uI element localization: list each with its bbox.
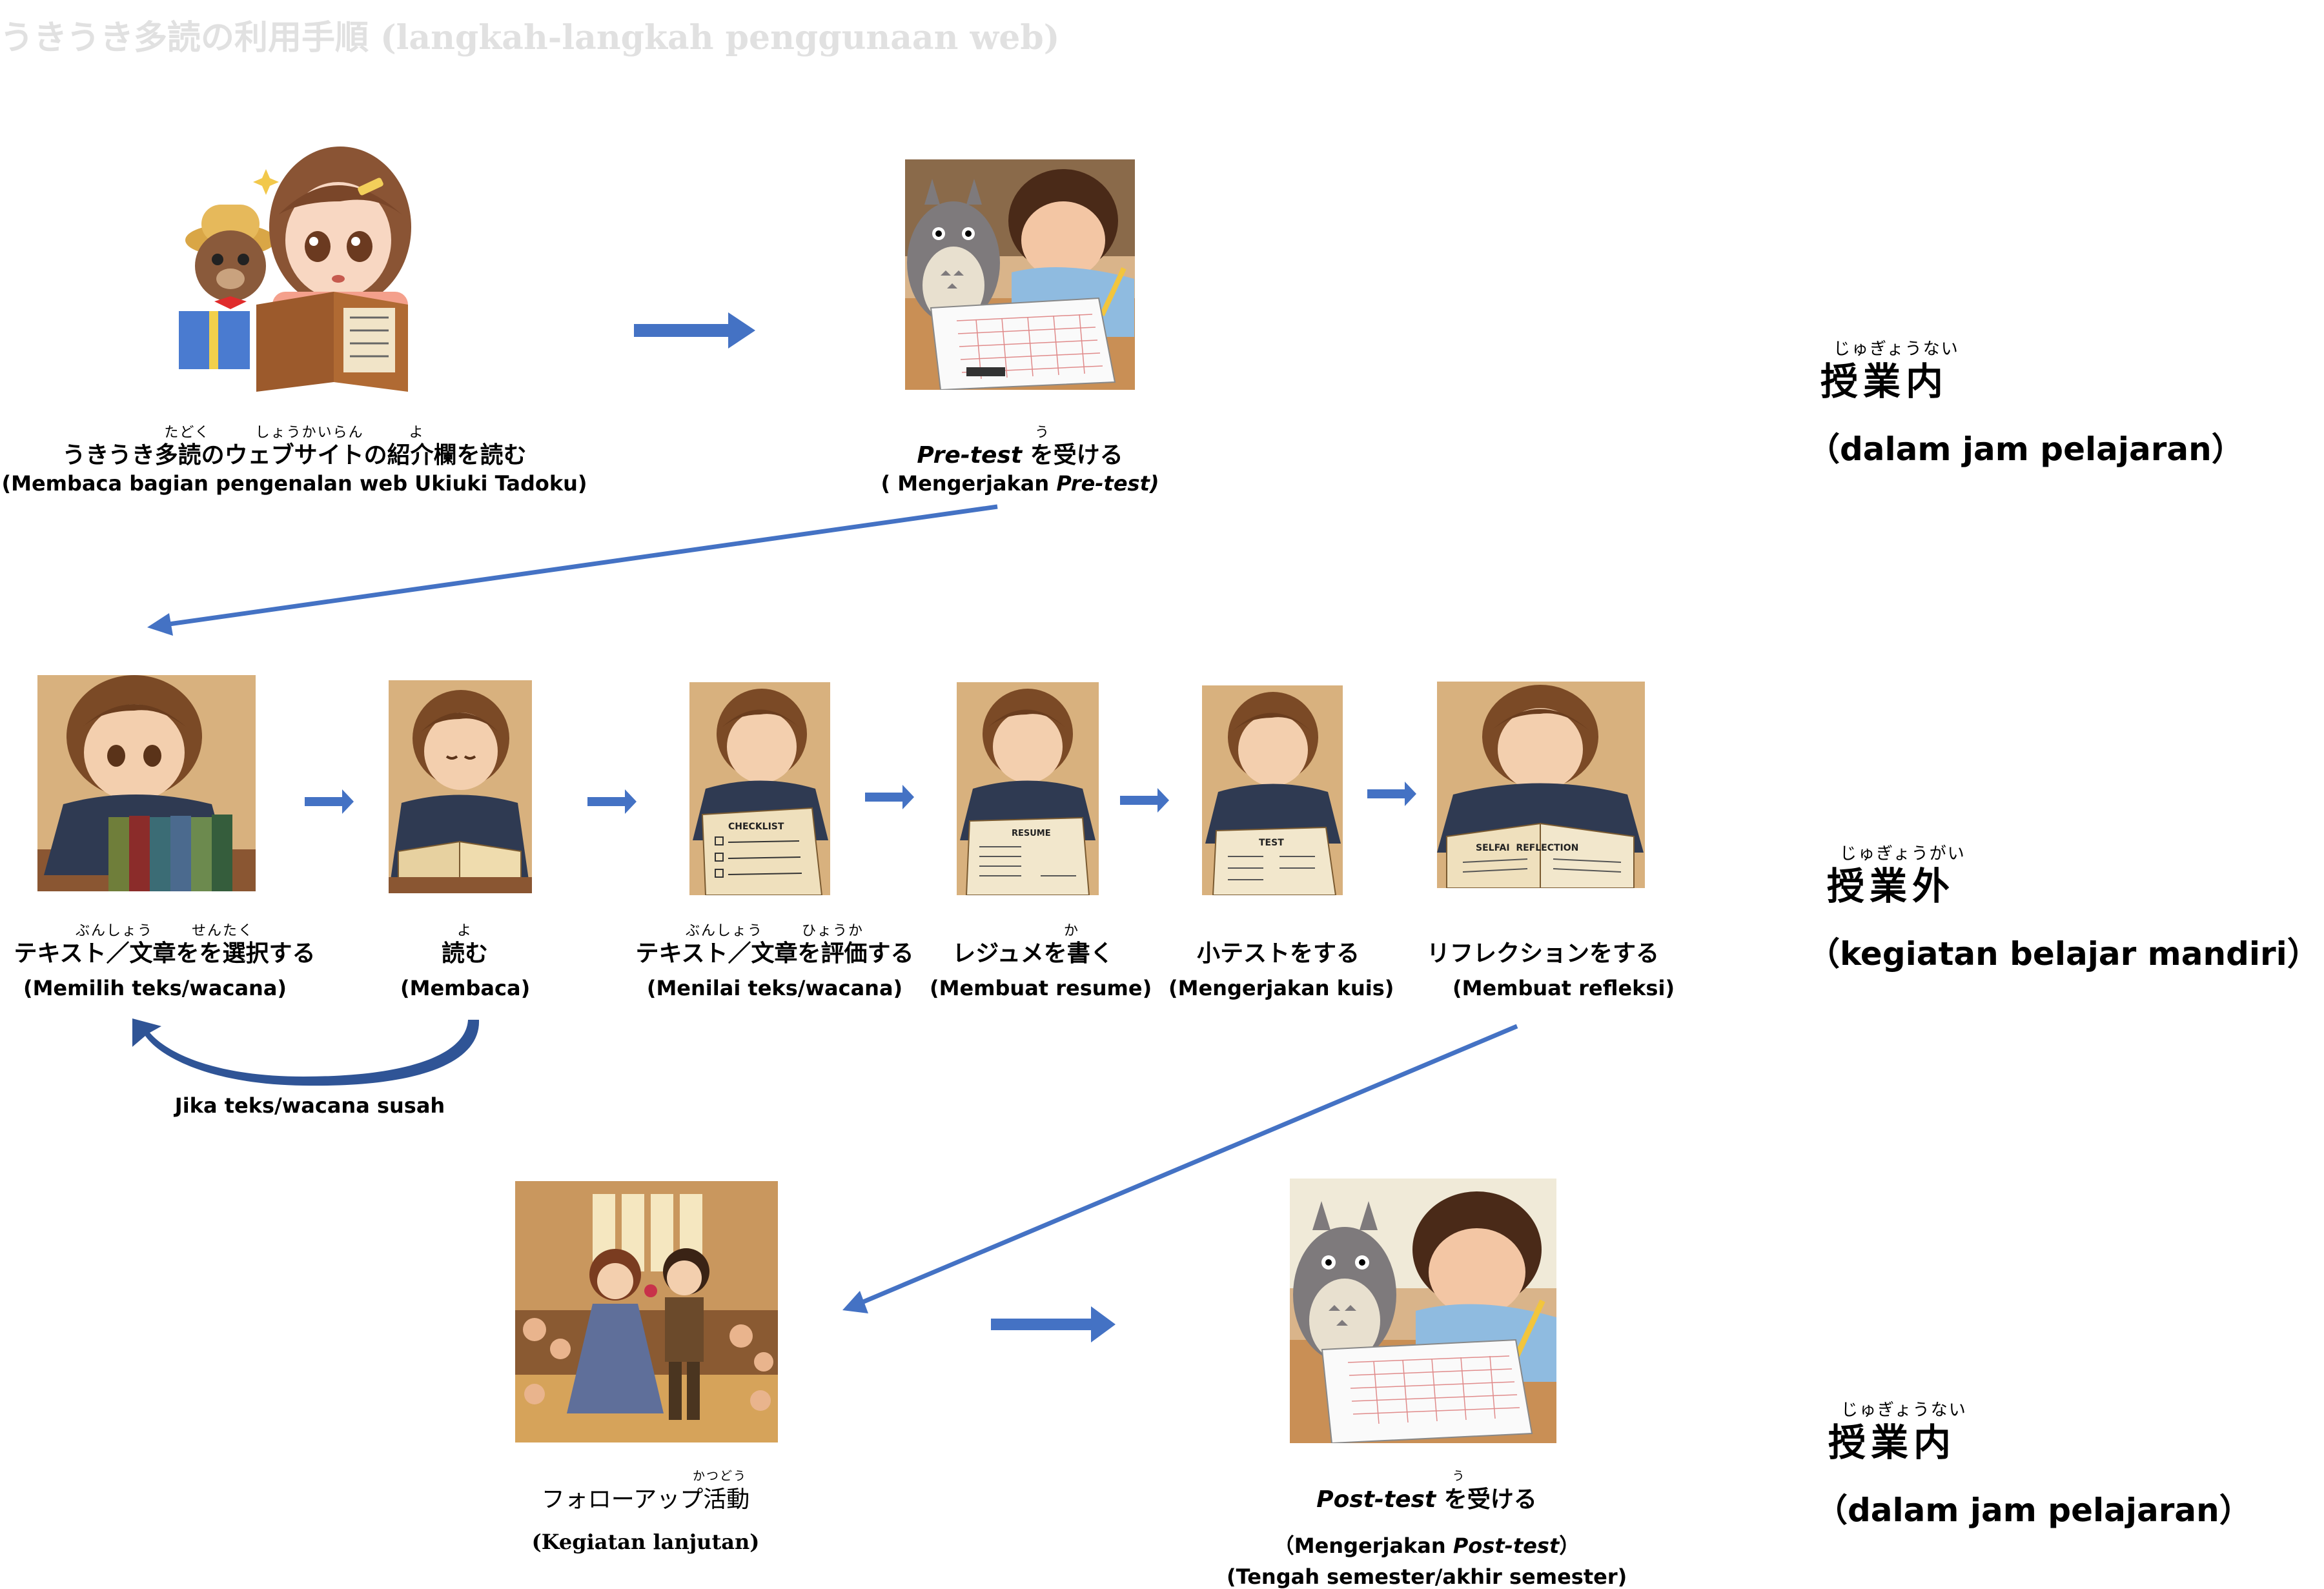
step6-ruby: か — [1063, 923, 1079, 939]
step10-ruby: う — [1452, 1469, 1466, 1483]
quiz-paper-text: TEST — [1259, 838, 1284, 848]
arrow-step7-to-step8 — [1367, 782, 1416, 806]
step4-label-jp: よ 読む — [400, 919, 529, 968]
step2-label-jp: う Pre-test を受ける — [826, 421, 1214, 470]
checklist-paper-text: CHECKLIST — [728, 822, 784, 832]
step2-ruby: う — [1034, 425, 1050, 441]
step1-ruby: たどく しょうかいらん よ — [164, 425, 425, 441]
step7-label-id: (Mengerjakan kuis) — [1168, 976, 1394, 1000]
step9-ruby: かつどう — [692, 1469, 747, 1483]
reading-book-image — [389, 680, 532, 893]
step10-em: Post-test — [1316, 1486, 1436, 1513]
reflection-image: SELFAI REFLECTION — [1437, 682, 1645, 888]
step8-label-jp: リフレクションをする — [1426, 940, 1659, 967]
resume-image: RESUME — [957, 682, 1099, 895]
arrow-step2-to-step3 — [164, 504, 998, 627]
phase-label-self-study: じゅぎょうがい 授業外 （kegiatan belajar mandiri） — [1808, 844, 2319, 973]
loop-arrow — [132, 1018, 480, 1086]
arrow-step8-to-step9 — [861, 1024, 1518, 1305]
step5-ruby: ぶんしょうひょうか — [685, 923, 864, 939]
step2-em: Pre-test — [917, 442, 1023, 469]
arrow-step3-to-step4 — [305, 789, 354, 814]
step10-label-jp: う Post-test を受ける — [1227, 1466, 1627, 1514]
step4-label-id: (Membaca) — [400, 976, 531, 1000]
choosing-books-image — [37, 675, 256, 891]
step3-label-jp: ぶんしょうせんたく テキスト／文章をを選択する — [0, 919, 329, 968]
child-writing-test-image — [905, 159, 1135, 390]
step8-label-id: (Membuat refleksi) — [1452, 976, 1675, 1000]
post-test-image — [1290, 1179, 1556, 1443]
quiz-image: TEST — [1202, 685, 1343, 895]
step5-label-jp: ぶんしょうひょうか テキスト／文章を評価する — [594, 919, 955, 968]
arrow-step5-to-step6 — [865, 785, 914, 809]
step3-ruby: ぶんしょうせんたく — [75, 923, 254, 939]
resume-paper-text: RESUME — [1012, 829, 1051, 838]
follow-up-activity-image — [515, 1181, 778, 1442]
girl-reading-book-image — [169, 143, 421, 392]
checklist-image: CHECKLIST — [689, 682, 830, 895]
arrow-step6-to-step7 — [1120, 788, 1169, 813]
step2-label-id: ( Mengerjakan Pre-test) — [881, 471, 1159, 496]
step4-ruby: よ — [456, 923, 473, 939]
page-title: うきうき多読の利用手順 (langkah-langkah penggunaan … — [0, 18, 1060, 57]
step6-label-id: (Membuat resume) — [930, 976, 1152, 1000]
step9-label-jp: かつどう フォローアップ活動 — [504, 1466, 788, 1514]
step10-label-id2: (Tengah semester/akhir semester) — [1227, 1564, 1627, 1589]
step1-label-jp: たどく しょうかいらん よ うきうき多読のウェブサイトの紹介欄を読む — [0, 421, 589, 470]
phase-label-in-class-1: じゅぎょうない 授業内 （dalam jam pelajaran） — [1808, 339, 2244, 468]
step1-label-id: (Membaca bagian pengenalan web Ukiuki Ta… — [1, 471, 587, 496]
step5-label-id: (Menilai teks/wacana) — [646, 976, 903, 1000]
loop-label: Jika teks/wacana susah — [174, 1093, 445, 1118]
step9-label-id: (Kegiatan lanjutan) — [531, 1530, 760, 1554]
step10-label-id: （Mengerjakan Post-test） — [1273, 1533, 1580, 1558]
arrow-step4-to-step5 — [587, 789, 637, 814]
step6-label-jp: か レジュメを書く — [930, 919, 1136, 968]
reflection-paper-text: SELFAI REFLECTION — [1476, 843, 1578, 853]
arrow-step9-to-step10 — [991, 1306, 1116, 1342]
arrow-step1-to-step2 — [634, 312, 755, 349]
step7-label-jp: 小テストをする — [1196, 940, 1360, 967]
step3-label-id: (Memilih teks/wacana) — [23, 976, 287, 1000]
phase-label-in-class-2: じゅぎょうない 授業内 （dalam jam pelajaran） — [1815, 1401, 2252, 1529]
